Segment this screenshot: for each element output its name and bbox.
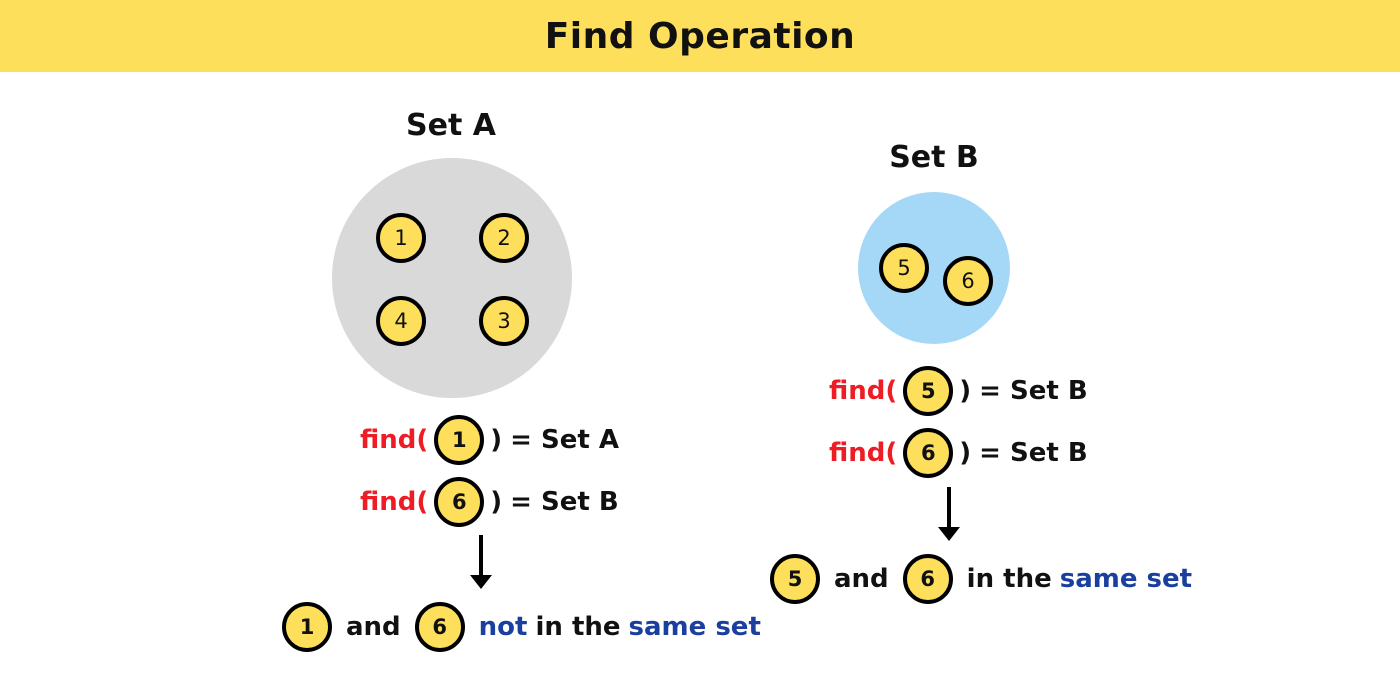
query-result: = Set B	[510, 487, 619, 517]
in-the-label: in the	[535, 612, 621, 642]
find-keyword: find(	[360, 425, 429, 455]
set-b-query-2: find( 6 ) = Set B	[829, 428, 1088, 478]
set-b-title: Set B	[889, 140, 979, 175]
set-a-node: 3	[479, 296, 529, 346]
query-node: 6	[903, 428, 954, 478]
set-a-title: Set A	[406, 108, 496, 143]
not-label: not	[478, 612, 528, 642]
set-b-node: 5	[879, 243, 929, 293]
close-paren: )	[490, 425, 503, 455]
same-set-label: same set	[1059, 564, 1193, 594]
page-title: Find Operation	[544, 15, 856, 57]
down-arrow-icon	[938, 487, 960, 541]
set-a-query-2: find( 6 ) = Set B	[360, 477, 619, 527]
conclusion-node: 5	[770, 554, 820, 604]
and-label: and	[834, 564, 889, 594]
conclusion-node: 6	[902, 554, 953, 604]
find-keyword: find(	[360, 487, 429, 517]
in-the-label: in the	[966, 564, 1052, 594]
find-keyword: find(	[829, 376, 898, 406]
query-node: 5	[903, 366, 954, 416]
set-b-conclusion: 5 and 6 in the same set	[764, 554, 1192, 604]
set-a-conclusion: 1 and 6 not in the same set	[276, 602, 761, 652]
set-a-node: 4	[376, 296, 426, 346]
close-paren: )	[959, 376, 972, 406]
down-arrow-icon	[470, 535, 492, 589]
set-a-node: 2	[479, 213, 529, 263]
query-result: = Set B	[979, 438, 1088, 468]
query-node: 6	[434, 477, 485, 527]
query-result: = Set A	[510, 425, 619, 455]
query-result: = Set B	[979, 376, 1088, 406]
conclusion-node: 1	[282, 602, 332, 652]
set-b-query-1: find( 5 ) = Set B	[829, 366, 1088, 416]
set-a-query-1: find( 1 ) = Set A	[360, 415, 619, 465]
same-set-label: same set	[628, 612, 761, 642]
find-keyword: find(	[829, 438, 898, 468]
close-paren: )	[490, 487, 503, 517]
conclusion-node: 6	[414, 602, 465, 652]
set-a-node: 1	[376, 213, 426, 263]
header-banner: Find Operation	[0, 0, 1400, 72]
set-a-circle	[332, 158, 572, 398]
close-paren: )	[959, 438, 972, 468]
query-node: 1	[434, 415, 485, 465]
set-b-node: 6	[943, 256, 993, 306]
and-label: and	[346, 612, 401, 642]
